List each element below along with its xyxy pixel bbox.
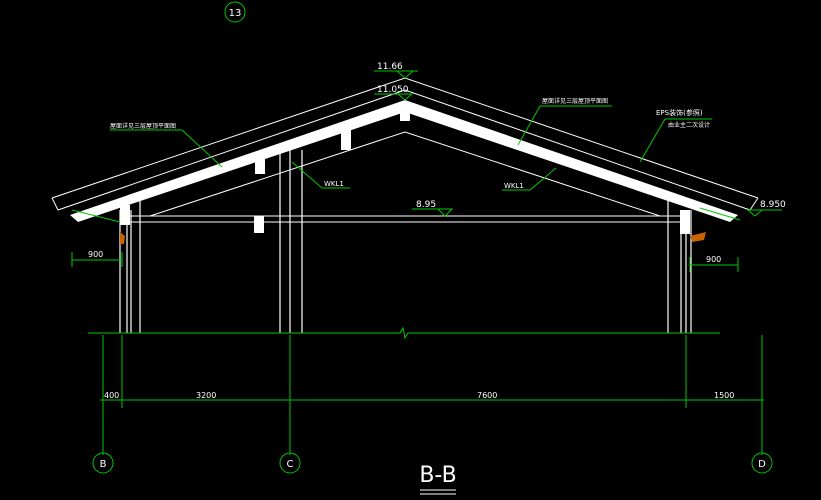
elevation-eave-right: 8.950: [746, 200, 786, 217]
svg-text:C: C: [287, 459, 294, 470]
dim-1500: 1500: [714, 391, 734, 400]
elevation-ridge-top: 11.66: [374, 62, 418, 79]
svg-text:B: B: [100, 459, 107, 470]
svg-text:由业主二次设计: 由业主二次设计: [668, 121, 710, 129]
svg-text:WKL1: WKL1: [324, 180, 344, 188]
note-right-roof: 屋面详见三层屋顶平面图: [517, 97, 612, 146]
svg-text:屋面详见三层屋顶平面图: 屋面详见三层屋顶平面图: [110, 122, 176, 130]
dim-400: 400: [104, 391, 119, 400]
dim-3200: 3200: [196, 391, 216, 400]
svg-text:8.950: 8.950: [760, 200, 786, 210]
eave-detail-right: [680, 207, 741, 242]
svg-text:屋面详见三层屋顶平面图: 屋面详见三层屋顶平面图: [542, 97, 608, 105]
svg-text:B-B: B-B: [419, 463, 456, 488]
svg-text:D: D: [758, 459, 766, 470]
top-axis-number: 13: [229, 8, 242, 19]
note-left-roof: 屋面详见三层屋顶平面图: [110, 122, 223, 168]
elevation-ridge-beam: 11.050: [374, 85, 414, 101]
svg-text:EPS装饰(参照): EPS装饰(参照): [656, 108, 703, 117]
svg-text:900: 900: [706, 255, 721, 264]
section-title: B-B: [419, 463, 457, 495]
elevation-tie-level: 8.95: [412, 200, 454, 217]
top-axis-bubble: 13: [224, 1, 246, 23]
axis-bubble-d: D: [751, 452, 773, 474]
beam-label-left: WKL1: [291, 161, 350, 189]
ceiling-line: [149, 131, 661, 217]
svg-text:900: 900: [88, 250, 103, 259]
eave-detail-left: [71, 205, 130, 244]
axis-bubble-c: C: [279, 452, 301, 474]
axis-bubble-b: B: [92, 452, 114, 474]
svg-text:WKL1: WKL1: [504, 182, 524, 190]
tie-beam: [128, 215, 690, 223]
note-eps: EPS装饰(参照) 由业主二次设计: [639, 108, 712, 163]
overhang-dim-left: 900: [71, 250, 123, 267]
ground-line: [88, 326, 720, 340]
beam-label-right: WKL1: [502, 167, 557, 191]
columns: [119, 150, 692, 333]
dim-7600: 7600: [477, 391, 497, 400]
purlin-blocks: [254, 108, 410, 233]
dimension-line: [100, 335, 764, 455]
svg-text:8.95: 8.95: [416, 200, 436, 210]
svg-text:11.050: 11.050: [377, 85, 409, 95]
svg-text:11.66: 11.66: [377, 62, 403, 72]
overhang-dim-right: 900: [689, 255, 739, 272]
